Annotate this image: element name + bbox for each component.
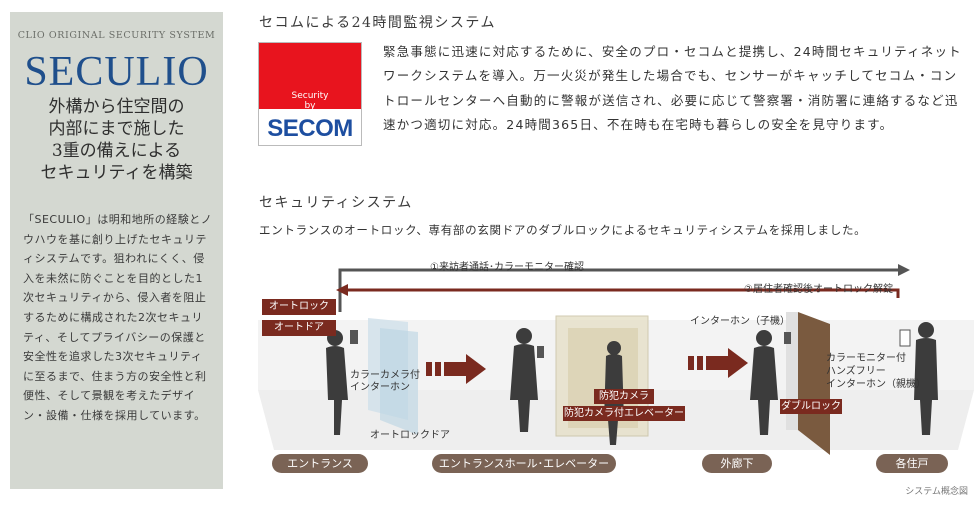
brand-logo: SECULIO [24,49,209,95]
person-silhouette [510,328,538,432]
headline-line: セキュリティを構築 [40,163,193,183]
secom-logo-tagline: Security by [259,91,361,111]
system-description: エントランスのオートロック、専有部の玄関ドアのダブルロックによるセキュリティシス… [259,223,867,237]
autolock-tag: オートロック [262,299,336,315]
left-panel: CLIO ORIGINAL SECURITY SYSTEM SECULIO 外構… [10,12,223,489]
camera-intercom-label: カラーカメラ付 インターホン [350,370,420,393]
secom-logo-band [259,109,361,145]
monitor-device [899,329,911,347]
person-silhouette [914,322,938,435]
panel-headline: 外構から住空間の 内部にまで施した 3重の備えによる セキュリティを構築 [10,96,223,184]
progress-arrow-1 [426,354,486,384]
security-diagram [258,264,974,455]
autodoor-tag: オートドア [262,320,336,336]
intercom-device [350,330,358,344]
intercom-device [537,346,544,358]
residence-door [798,312,830,455]
security-camera-tag: 防犯カメラ [594,389,654,404]
autolock-door-glass [380,328,418,435]
intercom-device [784,332,791,344]
logo-tagline-line: Security [291,91,329,101]
flow2-arrowhead [336,284,348,296]
headline-line: 外構から住空間の [48,97,185,117]
flow2-label: ②居住者確認後オートロック解錠 [744,284,893,295]
monitor-label: カラーモニター付 ハンズフリー インターホン（親機） [826,353,926,390]
panel-description: 「SECULIO」は明和地所の経験とノウハウを基に創り上げたセキュリティシステム… [23,213,213,422]
brand-subtitle: CLIO ORIGINAL SECURITY SYSTEM [17,30,216,41]
elevator-camera-tag: 防犯カメラ付エレベーター [563,406,685,421]
flow1-label: ①来訪者通話･カラーモニター確認 [430,262,584,273]
zone-entrance: エントランス [272,454,368,473]
secom-heading: セコムによる24時間監視システム [259,15,496,31]
headline-line: 内部にまで施した [48,119,185,139]
progress-arrow-2 [688,348,748,378]
zone-residence: 各住戸 [876,454,948,473]
secom-logo: Security by SECOM [258,42,362,146]
secom-logo-word: SECOM [267,115,353,142]
person-silhouette [750,330,778,435]
flow1-arrow [338,268,898,312]
secom-description: 緊急事態に迅速に対応するために、安全のプロ・セコムと提携し、24時間セキュリティ… [383,44,962,133]
flow1-arrowhead [898,264,910,276]
flow2-arrow [348,288,900,298]
double-lock-tag: ダブルロック [780,399,842,414]
autolock-door-label: オートロックドア [370,430,450,441]
system-heading: セキュリティシステム [259,195,413,211]
zone-corridor: 外廊下 [702,454,772,473]
intercom-child-label: インターホン（子機） [690,316,790,327]
diagram-caption: システム概念図 [905,487,968,497]
headline-line: 3重の備えによる [51,141,182,161]
zone-entrance-hall: エントランスホール･エレベーター [432,454,616,473]
logo-tagline-line: by [304,101,316,111]
